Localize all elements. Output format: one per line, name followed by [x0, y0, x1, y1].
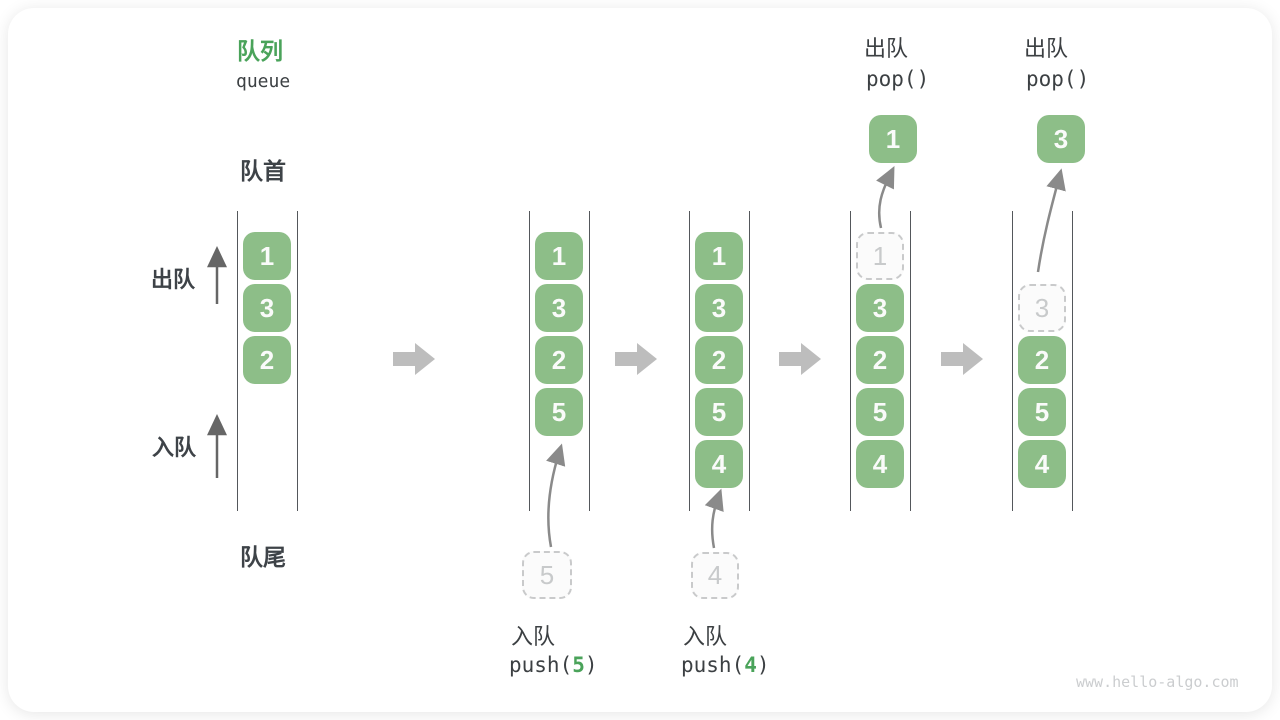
- dequeue-op-call: pop(): [1026, 67, 1090, 91]
- queue-element: 2: [243, 336, 291, 384]
- fn-close: ): [584, 653, 598, 677]
- enqueue-op-call: push(5): [509, 653, 598, 677]
- queue-element: 3: [535, 284, 583, 332]
- label-enqueue-side: 入队: [152, 435, 197, 460]
- right-arrow-icon: [779, 343, 821, 375]
- queue-element: 5: [695, 388, 743, 436]
- fn-arg: 4: [744, 653, 757, 677]
- page-title: 队列: [237, 38, 283, 64]
- queue-container-state-3: 1 3 2 5 4: [689, 211, 750, 511]
- staged-element-5: 5: [522, 551, 572, 599]
- queue-element: 1: [695, 232, 743, 280]
- label-dequeue-side: 出队: [151, 267, 196, 292]
- queue-element: 5: [856, 388, 904, 436]
- dequeue-op-call: pop(): [866, 67, 930, 91]
- queue-container-state-2: 1 3 2 5: [529, 211, 590, 511]
- fn-close: ): [756, 653, 770, 677]
- queue-element: 2: [856, 336, 904, 384]
- watermark: www.hello-algo.com: [1076, 673, 1239, 691]
- queue-element: 4: [695, 440, 743, 488]
- page-subtitle: queue: [236, 71, 291, 92]
- staged-element-4: 4: [691, 552, 739, 599]
- dequeue-op-label: 出队: [864, 36, 909, 61]
- queue-element: 1: [535, 232, 583, 280]
- enqueue-op-label: 入队: [683, 624, 728, 649]
- right-arrow-icon: [393, 343, 435, 375]
- label-queue-rear: 队尾: [240, 544, 286, 570]
- queue-element: 1: [243, 232, 291, 280]
- queue-element: 4: [856, 440, 904, 488]
- enqueue-op-label: 入队: [511, 624, 556, 649]
- popped-element-3: 3: [1037, 115, 1085, 163]
- queue-element: 2: [1018, 336, 1066, 384]
- queue-element: 2: [535, 336, 583, 384]
- queue-container-state-5: 3 2 5 4: [1012, 211, 1073, 511]
- fn-open: push(: [509, 653, 573, 677]
- queue-element: 5: [535, 388, 583, 436]
- popped-element-1: 1: [869, 115, 917, 163]
- queue-element: 5: [1018, 388, 1066, 436]
- fn-open: push(: [681, 653, 745, 677]
- right-arrow-icon: [615, 343, 657, 375]
- fn-arg: 5: [572, 653, 585, 677]
- ghost-element-3: 3: [1018, 284, 1066, 332]
- enqueue-op-call: push(4): [681, 653, 770, 677]
- queue-element: 3: [856, 284, 904, 332]
- queue-container-state-1: 1 3 2: [237, 211, 298, 511]
- dequeue-op-label: 出队: [1024, 36, 1069, 61]
- ghost-element-1: 1: [856, 232, 904, 280]
- queue-element: 3: [243, 284, 291, 332]
- label-queue-front: 队首: [240, 158, 286, 184]
- queue-element: 4: [1018, 440, 1066, 488]
- right-arrow-icon: [941, 343, 983, 375]
- queue-element: 2: [695, 336, 743, 384]
- queue-container-state-4: 1 3 2 5 4: [850, 211, 911, 511]
- queue-element: 3: [695, 284, 743, 332]
